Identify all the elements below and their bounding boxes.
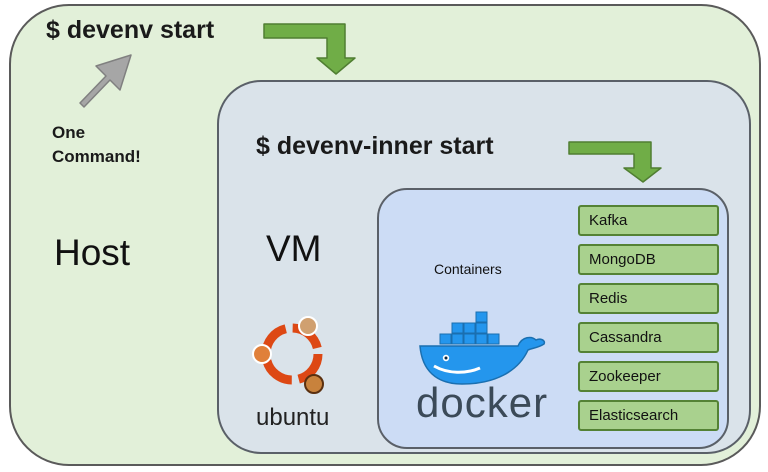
service-mongodb: MongoDB — [578, 244, 719, 275]
service-zookeeper: Zookeeper — [578, 361, 719, 392]
service-cassandra: Cassandra — [578, 322, 719, 353]
outer-command: $ devenv start — [46, 16, 215, 44]
docker-whale-icon — [419, 311, 546, 385]
one-command-note: One Command! — [52, 121, 141, 169]
containers-label: Containers — [434, 261, 502, 277]
host-label: Host — [54, 232, 131, 273]
service-redis: Redis — [578, 283, 719, 314]
service-kafka: Kafka — [578, 205, 719, 236]
docker-wordmark: docker — [416, 379, 549, 426]
note-line-1: One — [52, 123, 86, 142]
vm-label: VM — [266, 228, 322, 269]
note-line-2: Command! — [52, 147, 141, 166]
service-elasticsearch: Elasticsearch — [578, 400, 719, 431]
ubuntu-logo-icon — [252, 316, 324, 394]
ubuntu-wordmark: ubuntu — [256, 404, 330, 431]
inner-command: $ devenv-inner start — [256, 132, 494, 160]
